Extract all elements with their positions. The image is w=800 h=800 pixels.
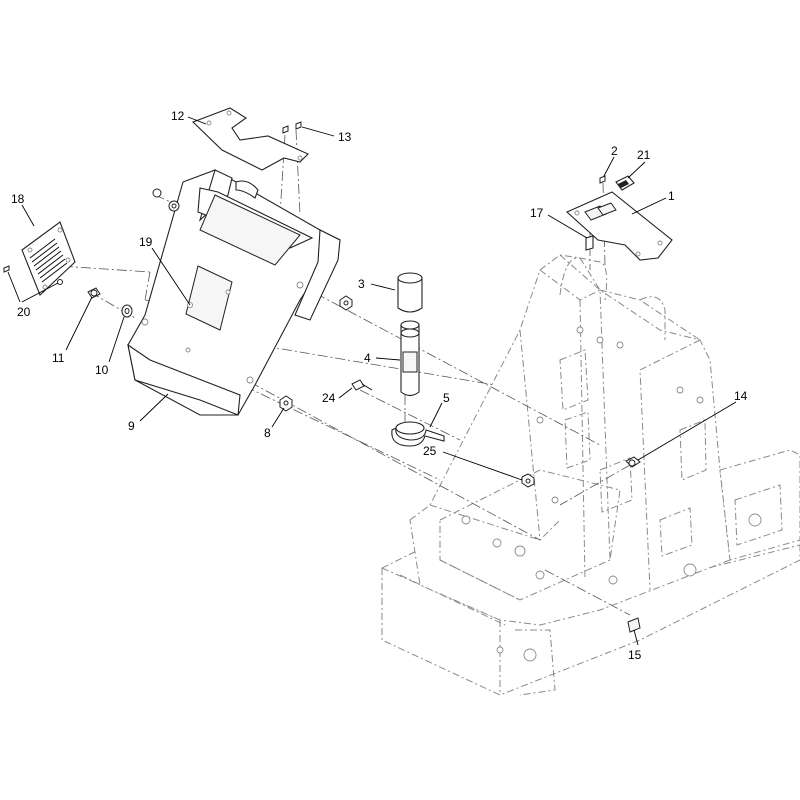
callout-20: 20 <box>17 305 31 319</box>
callout-9: 9 <box>128 419 135 433</box>
washer-10[interactable] <box>121 304 133 318</box>
console-housing[interactable] <box>127 169 341 416</box>
callout-4: 4 <box>364 351 371 365</box>
housing-nut-upper[interactable] <box>339 295 353 311</box>
callout-19: 19 <box>139 235 153 249</box>
vent-grille[interactable] <box>21 221 76 296</box>
callout-25: 25 <box>423 444 437 458</box>
label-strip-17[interactable] <box>585 235 594 251</box>
callout-11: 11 <box>52 351 65 365</box>
callout-2: 2 <box>611 144 618 158</box>
callout-14: 14 <box>734 389 748 403</box>
callout-3: 3 <box>358 277 365 291</box>
callout-24: 24 <box>322 391 336 405</box>
tube-clamp[interactable] <box>391 421 445 447</box>
nut-25[interactable] <box>521 473 535 488</box>
screw-2[interactable] <box>599 175 606 184</box>
callout-21: 21 <box>637 148 651 162</box>
machine-frame <box>381 254 800 696</box>
callout-15: 15 <box>628 648 642 662</box>
switch-21[interactable] <box>615 175 635 191</box>
bolt-11[interactable] <box>87 287 101 299</box>
grille-slots <box>29 238 68 283</box>
storage-tube[interactable] <box>400 320 420 397</box>
callout-18: 18 <box>11 192 25 206</box>
tube-cap[interactable] <box>397 272 423 313</box>
callout-1: 1 <box>668 189 675 203</box>
top-cover-plate[interactable] <box>191 107 309 171</box>
screw-pair[interactable] <box>282 121 302 134</box>
callout-5: 5 <box>443 391 450 405</box>
housing-top-bolt[interactable] <box>152 188 180 212</box>
callout-labels: 12 13 18 19 20 11 10 9 8 3 4 5 24 25 14 … <box>11 109 748 662</box>
callout-17: 17 <box>530 206 544 220</box>
grille-screw-pair[interactable] <box>3 265 63 285</box>
callout-10: 10 <box>95 363 109 377</box>
callout-12: 12 <box>171 109 185 123</box>
callout-8: 8 <box>264 426 271 440</box>
mounting-plate[interactable] <box>566 191 673 261</box>
bolt-24[interactable] <box>351 379 373 391</box>
nut-8[interactable] <box>279 395 293 412</box>
decal-15[interactable] <box>627 617 641 633</box>
callout-leaders <box>7 116 737 646</box>
callout-13: 13 <box>338 130 352 144</box>
bolt-14[interactable] <box>625 456 641 468</box>
